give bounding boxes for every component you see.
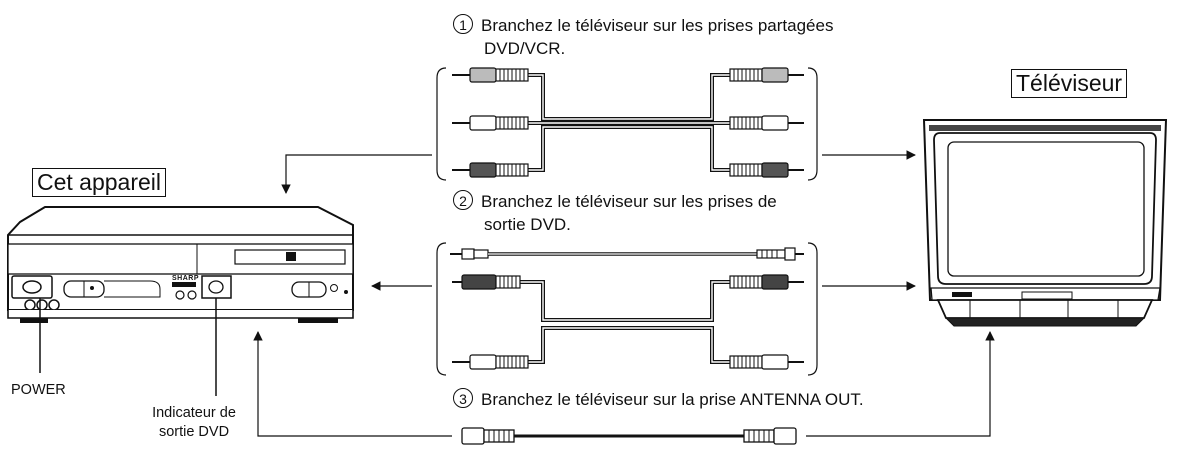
antenna-cable <box>461 427 797 445</box>
step-2-number: 2 <box>453 190 473 210</box>
rca-plug-left-3 <box>452 162 529 178</box>
svideo-cable <box>450 247 804 261</box>
cables-group-2 <box>450 247 804 370</box>
step-1: 1 Branchez le téléviseur sur les prises p… <box>453 14 833 60</box>
step-2-line1: Branchez le téléviseur sur les prises de <box>481 192 777 211</box>
device-brand: SHARP <box>172 275 200 282</box>
rca-plug-right-5 <box>729 354 804 370</box>
dvd-indicator-label: Indicateur de sortie DVD <box>126 404 262 442</box>
cable-group-1 <box>436 67 818 181</box>
rca-plug-left-2 <box>452 115 529 131</box>
rca-plug-left-5 <box>452 354 529 370</box>
step-1-line2: DVD/VCR. <box>484 39 566 58</box>
rca-cables-group-1 <box>452 67 804 178</box>
step-3: 3 Branchez le téléviseur sur la prise ANT… <box>453 388 864 411</box>
device-label: Cet appareil <box>32 168 167 197</box>
power-label: POWER <box>11 382 66 398</box>
dvd-indicator-label-line1: Indicateur de <box>152 405 236 421</box>
television <box>922 119 1168 327</box>
step-3-line1: Branchez le téléviseur sur la prise ANTE… <box>481 390 864 409</box>
step-1-line1: Branchez le téléviseur sur les prises pa… <box>481 16 834 35</box>
step-1-number: 1 <box>453 14 473 34</box>
step-3-number: 3 <box>453 388 473 408</box>
dvd-vcr-device <box>7 206 354 396</box>
rca-plug-right-4 <box>729 274 804 290</box>
connector-arrows <box>253 150 995 437</box>
rca-plug-left-1 <box>452 67 529 83</box>
rca-plug-left-4 <box>452 274 521 290</box>
arrow-antenna-to-device <box>253 331 452 437</box>
rca-plug-right-1 <box>729 67 804 83</box>
cable-group-2 <box>436 242 818 376</box>
rca-plug-right-3 <box>729 162 804 178</box>
arrow-antenna-to-tv <box>806 331 995 437</box>
dvd-indicator-label-line2: sortie DVD <box>158 424 230 440</box>
step-2-line2: sortie DVD. <box>484 215 571 234</box>
step-2: 2 Branchez le téléviseur sur les prises d… <box>453 190 777 236</box>
rca-plug-right-2 <box>729 115 804 131</box>
arrow-group1-to-device <box>281 154 432 194</box>
tv-label: Téléviseur <box>1011 69 1128 98</box>
